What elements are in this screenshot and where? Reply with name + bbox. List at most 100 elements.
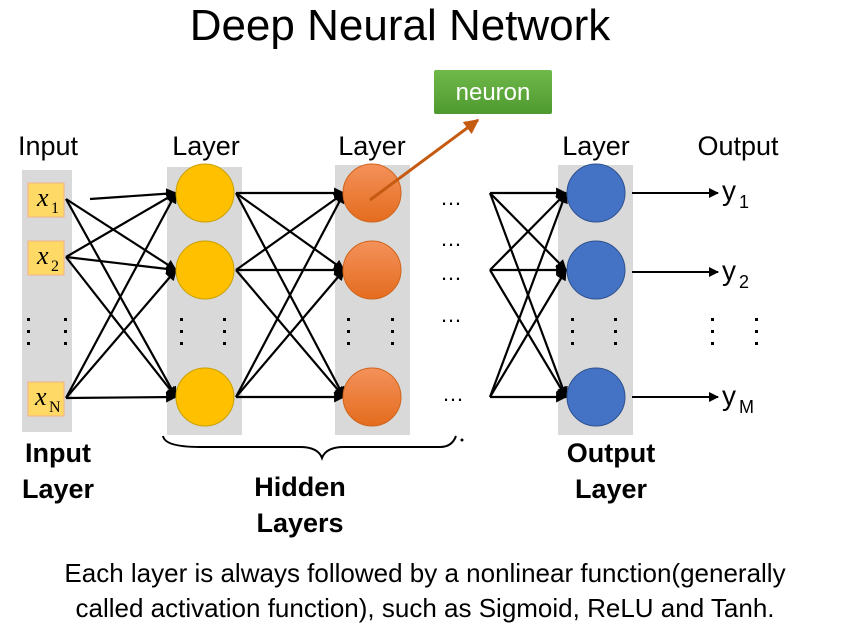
input-box <box>27 381 65 417</box>
vertical-ellipsis-dot <box>571 318 574 321</box>
input-node-x2: x 2 <box>27 240 65 276</box>
caption-line2: called activation function), such as Sig… <box>75 593 774 623</box>
hidden-layer-2-neuron <box>342 367 402 427</box>
ellipsis: … <box>440 260 462 285</box>
vertical-ellipsis-dot <box>27 342 30 345</box>
input-layer-title-line2: Layer <box>22 474 95 504</box>
output-layer-neuron <box>566 240 626 300</box>
input-box <box>27 182 65 218</box>
output-subscript: 2 <box>739 272 749 292</box>
input-var: x <box>34 382 47 411</box>
vertical-ellipsis-dot <box>64 342 67 345</box>
vertical-ellipsis-dot <box>614 330 617 333</box>
hidden-layers-title-line2: Layers <box>256 508 343 538</box>
input-to-hidden1-connection <box>65 269 177 399</box>
output-layer-neuron <box>566 367 626 427</box>
neuron-callout-box <box>434 70 552 114</box>
vertical-ellipsis-dot <box>711 342 714 345</box>
vertical-ellipsis-dot <box>180 318 183 321</box>
input-to-hidden1-connection <box>65 198 177 271</box>
input-node-x1: x 1 <box>27 182 65 218</box>
diagram-title: Deep Neural Network <box>190 1 612 50</box>
output-layer-label: Layer <box>562 131 630 161</box>
hidden-layer-1-neuron <box>175 367 235 427</box>
input-subscript: 2 <box>51 258 59 275</box>
hidden-to-output-connection <box>489 192 567 271</box>
input-box <box>27 240 65 276</box>
hidden1-to-hidden2-connection <box>235 192 345 271</box>
hidden-layer-1-neuron <box>175 240 235 300</box>
nodes <box>175 163 626 427</box>
vertical-ellipsis-dot <box>711 318 714 321</box>
hidden-layer-2-neuron <box>342 163 402 223</box>
caption-line1: Each layer is always followed by a nonli… <box>64 558 785 588</box>
input-to-hidden1-connection <box>65 391 178 403</box>
hidden-layers-brace <box>162 435 457 461</box>
output-subscript: 1 <box>739 192 749 212</box>
vertical-ellipsis-dot <box>64 318 67 321</box>
vertical-ellipsis-dot <box>223 318 226 321</box>
vertical-ellipsis-dot <box>180 330 183 333</box>
ellipsis: … <box>440 226 462 251</box>
output-var: y <box>722 380 736 411</box>
vertical-ellipsis-dot <box>223 330 226 333</box>
vertical-ellipsis-dot <box>755 318 758 321</box>
hidden-layer-1-label: Layer <box>172 131 240 161</box>
input-to-hidden1-connection <box>65 255 178 275</box>
vertical-ellipsis-dot <box>391 342 394 345</box>
output-layer-title-line2: Layer <box>575 474 648 504</box>
hidden-layers-title-line1: Hidden <box>254 472 346 502</box>
vertical-ellipsis-dot <box>614 342 617 345</box>
ellipsis: … <box>440 185 462 210</box>
input-subscript: N <box>49 399 61 416</box>
vertical-ellipsis-dot <box>755 342 758 345</box>
output-arrows <box>632 188 719 402</box>
vertical-ellipsis-dot <box>347 330 350 333</box>
output-layer-neuron <box>566 163 626 223</box>
hidden-to-output-connection <box>489 269 567 398</box>
output-column-label: Output <box>697 131 779 161</box>
hidden1-to-hidden2-connection <box>235 192 345 398</box>
input-to-hidden1-connection <box>65 192 177 258</box>
output-ym: y M <box>722 380 754 417</box>
hidden-layer-2-neuron <box>342 240 402 300</box>
input-var: x <box>36 241 49 270</box>
vertical-ellipsis-dot <box>711 330 714 333</box>
output-layer-title-line1: Output <box>567 438 655 468</box>
brace-dot <box>460 438 464 442</box>
input-column-label: Input <box>18 131 79 161</box>
output-y1: y 1 <box>722 175 749 212</box>
vertical-ellipsis-dot <box>347 342 350 345</box>
input-layer-title-line1: Input <box>25 438 91 468</box>
vertical-ellipsis-dot <box>571 330 574 333</box>
input-to-hidden1-connection <box>65 192 177 399</box>
vertical-ellipsis-dot <box>391 318 394 321</box>
hidden-layer-2-label: Layer <box>338 131 406 161</box>
vertical-ellipsis-dot <box>571 342 574 345</box>
connections <box>65 187 568 403</box>
vertical-ellipsis-dot <box>223 342 226 345</box>
input-node-xn: x N <box>27 381 65 417</box>
vertical-ellipsis-dot <box>64 330 67 333</box>
neuron-callout-arrow <box>369 118 480 202</box>
input-to-hidden1-connection <box>89 188 178 201</box>
ellipsis: … <box>442 381 464 406</box>
input-to-hidden1-connection <box>65 256 177 398</box>
vertical-ellipsis-dot <box>180 342 183 345</box>
vertical-ellipses <box>27 318 758 345</box>
input-subscript: 1 <box>51 200 59 217</box>
vertical-ellipsis-dot <box>27 318 30 321</box>
input-to-hidden1-connection <box>65 198 177 398</box>
output-y2: y 2 <box>722 255 749 292</box>
hidden-layer-ellipses: … … … … … <box>440 185 464 406</box>
input-var: x <box>36 183 49 212</box>
output-subscript: M <box>739 397 754 417</box>
vertical-ellipsis-dot <box>755 330 758 333</box>
neuron-callout-label: neuron <box>456 79 531 106</box>
hidden-layer-1-neuron <box>175 163 235 223</box>
vertical-ellipsis-dot <box>347 318 350 321</box>
output-var: y <box>722 255 736 286</box>
hidden-to-output-connection <box>488 191 568 398</box>
vertical-ellipsis-dot <box>27 330 30 333</box>
